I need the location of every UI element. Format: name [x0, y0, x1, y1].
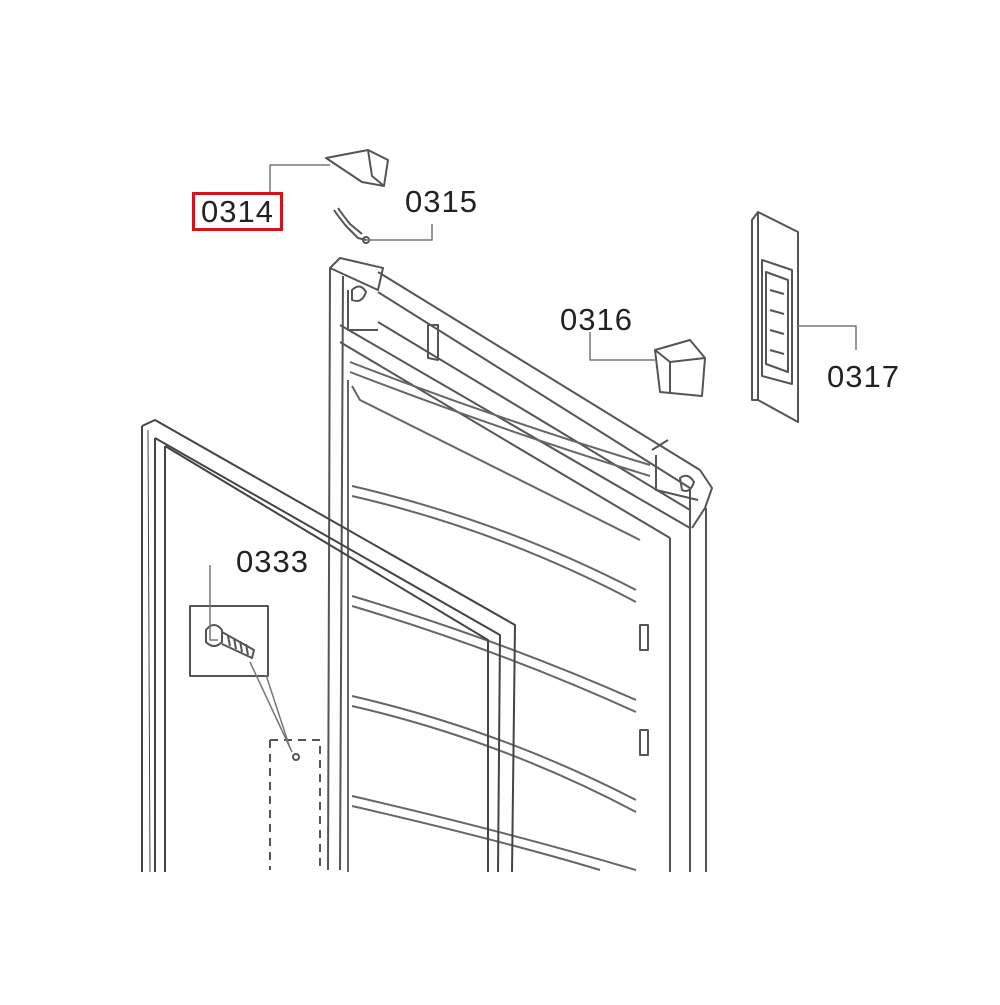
hinge-cover-part — [325, 149, 389, 187]
hinge-strip-part — [751, 211, 799, 423]
callout-0333: 0333 — [236, 544, 309, 579]
screw-inset-box — [189, 605, 269, 677]
callout-0316: 0316 — [560, 302, 633, 337]
hinge-pin-part — [333, 207, 370, 244]
hinge-block-part — [654, 339, 706, 397]
door-frame — [327, 257, 713, 872]
screw-location-point — [292, 753, 300, 761]
leader-lines — [209, 164, 857, 753]
door-gasket — [141, 419, 516, 873]
callout-0314: 0314 — [192, 192, 283, 231]
callout-0315: 0315 — [405, 184, 478, 219]
callout-0317: 0317 — [827, 359, 900, 394]
